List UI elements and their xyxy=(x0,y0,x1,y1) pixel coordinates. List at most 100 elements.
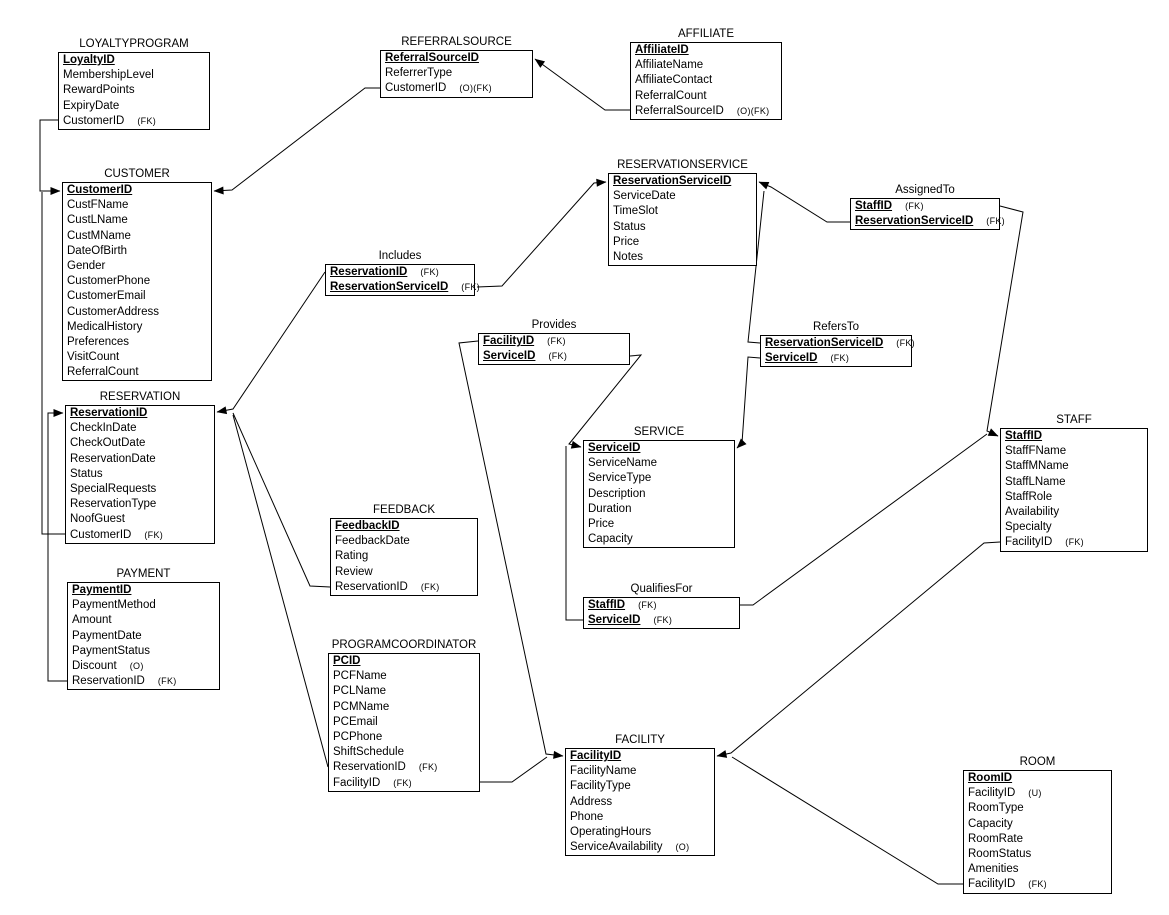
connector-ROOM.FacilityID-to-FACILITY.FacilityID[interactable] xyxy=(731,756,963,885)
attribute-RESERVATION-NoofGuest: NoofGuest xyxy=(66,512,214,527)
attribute-name: ServiceDate xyxy=(613,190,676,203)
attribute-STAFF-StaffFName: StaffFName xyxy=(1001,444,1147,459)
key-tag: (FK) xyxy=(986,216,1005,227)
attribute-CUSTOMER-ReferralCount: ReferralCount xyxy=(63,365,211,380)
key-tag: (U) xyxy=(1028,788,1042,799)
connector-AssignedTo.StaffID-to-STAFF.StaffID[interactable] xyxy=(986,205,1024,437)
attribute-name: PaymentDate xyxy=(72,629,142,642)
attribute-PROGRAMCOORDINATOR-PCEmail: PCEmail xyxy=(329,715,479,730)
attribute-name: Address xyxy=(570,795,613,808)
connector-AFFILIATE.ReferralSourceID-to-REFERRALSOURCE.ReferralSourceID[interactable] xyxy=(534,58,630,111)
entity-box: FacilityID(FK)ServiceID(FK) xyxy=(478,333,630,366)
attribute-ROOM-RoomID: RoomID xyxy=(964,771,1111,786)
attribute-name: CustomerPhone xyxy=(67,275,151,288)
attribute-name: Price xyxy=(588,517,615,530)
attribute-name: ReservationServiceID xyxy=(765,337,884,349)
attribute-name: TimeSlot xyxy=(613,205,658,218)
entity-title-STAFF: STAFF xyxy=(1056,414,1092,426)
attribute-name: ReservationID xyxy=(70,407,148,419)
connector-AssignedTo.ReservationServiceID-to-RESERVATIONSERVICE.ReservationServiceID[interactable] xyxy=(758,181,850,223)
connector-PAYMENT.ReservationID-to-RESERVATION.ReservationID[interactable] xyxy=(47,409,67,682)
connector-LOYALTYPROGRAM.CustomerID-to-CUSTOMER.CustomerID[interactable] xyxy=(39,119,61,195)
connector-FEEDBACK.ReservationID-to-RESERVATION.ReservationID[interactable] xyxy=(232,412,331,588)
key-tag: (FK) xyxy=(461,282,480,293)
connector-PROGRAMCOORDINATOR.FacilityID-to-FACILITY.FacilityID[interactable] xyxy=(480,756,548,783)
attribute-name: RoomRate xyxy=(968,832,1023,845)
attribute-RESERVATIONSERVICE-ServiceDate: ServiceDate xyxy=(609,189,756,204)
connector-QualifiesFor.StaffID-to-STAFF.StaffID[interactable] xyxy=(740,433,988,606)
attribute-RESERVATION-ReservationType: ReservationType xyxy=(66,497,214,512)
connector-PROGRAMCOORDINATOR.ReservationID-to-RESERVATION.ReservationID[interactable] xyxy=(232,414,329,768)
attribute-FACILITY-ServiceAvailability: ServiceAvailability(O) xyxy=(566,840,714,855)
attribute-name: Duration xyxy=(588,502,632,515)
attribute-CUSTOMER-CustomerEmail: CustomerEmail xyxy=(63,289,211,304)
connector-REFERRALSOURCE.CustomerID-to-CUSTOMER.CustomerID[interactable] xyxy=(213,87,380,195)
connector-Includes.ReservationServiceID-to-RESERVATIONSERVICE.ReservationServiceID[interactable] xyxy=(476,178,607,288)
attribute-AssignedTo-ReservationServiceID: ReservationServiceID(FK) xyxy=(851,214,1005,229)
attribute-SERVICE-ServiceName: ServiceName xyxy=(584,456,734,471)
attribute-name: ReferralCount xyxy=(635,89,707,102)
key-tag: (O) xyxy=(129,660,144,671)
attribute-name: CustomerID xyxy=(67,184,133,196)
attribute-name: StaffID xyxy=(855,200,893,212)
entity-title-QualifiesFor: QualifiesFor xyxy=(630,583,693,595)
connector-QualifiesFor.ServiceID-to-SERVICE.ServiceID[interactable] xyxy=(565,446,583,621)
entity-title-LOYALTYPROGRAM: LOYALTYPROGRAM xyxy=(79,38,189,50)
attribute-CUSTOMER-CustomerAddress: CustomerAddress xyxy=(63,305,211,320)
attribute-RESERVATIONSERVICE-Notes: Notes xyxy=(609,250,756,265)
attribute-name: StaffID xyxy=(1005,430,1043,442)
entity-title-REFERRALSOURCE: REFERRALSOURCE xyxy=(401,36,512,48)
entity-title-FEEDBACK: FEEDBACK xyxy=(373,504,435,516)
entity-title-SERVICE: SERVICE xyxy=(633,426,685,438)
connector-Provides.ServiceID-to-SERVICE.ServiceID[interactable] xyxy=(568,354,643,449)
attribute-name: Availability xyxy=(1005,505,1060,518)
attribute-name: CheckOutDate xyxy=(70,437,146,450)
attribute-QualifiesFor-ServiceID: ServiceID(FK) xyxy=(584,613,739,628)
key-tag: (FK) xyxy=(137,115,157,126)
attribute-AFFILIATE-ReferralSourceID: ReferralSourceID(O)(FK) xyxy=(631,104,781,119)
connector-RefersTo.ReservationServiceID-to-RESERVATIONSERVICE.ReservationServiceID[interactable] xyxy=(747,190,765,344)
entity-title-PROGRAMCOORDINATOR: PROGRAMCOORDINATOR xyxy=(331,639,477,651)
connector-STAFF.FacilityID-to-FACILITY.FacilityID[interactable] xyxy=(716,541,1001,758)
attribute-name: ServiceID xyxy=(588,442,641,454)
connector-Provides.FacilityID-to-FACILITY.FacilityID[interactable] xyxy=(458,340,564,759)
key-tag: (FK) xyxy=(830,353,850,364)
attribute-name: StaffMName xyxy=(1005,460,1069,473)
connector-RefersTo.ServiceID-to-SERVICE.ServiceID[interactable] xyxy=(736,356,761,449)
connector-RESERVATION.CustomerID-to-CUSTOMER.CustomerID[interactable] xyxy=(41,192,65,535)
attribute-RESERVATIONSERVICE-ReservationServiceID: ReservationServiceID xyxy=(609,174,756,189)
attribute-REFERRALSOURCE-ReferralSourceID: ReferralSourceID xyxy=(381,51,532,66)
attribute-PROGRAMCOORDINATOR-PCFName: PCFName xyxy=(329,669,479,684)
attribute-ROOM-RoomStatus: RoomStatus xyxy=(964,847,1111,862)
attribute-name: Amenities xyxy=(968,863,1019,876)
attribute-RESERVATION-ReservationID: ReservationID xyxy=(66,406,214,421)
attribute-name: Specialty xyxy=(1005,521,1052,534)
attribute-FACILITY-Address: Address xyxy=(566,795,714,810)
attribute-ROOM-Capacity: Capacity xyxy=(964,817,1111,832)
connector-Includes.ReservationID-to-RESERVATION.ReservationID[interactable] xyxy=(216,271,326,415)
attribute-Includes-ReservationID: ReservationID(FK) xyxy=(326,265,474,280)
key-tag: (FK) xyxy=(896,338,915,348)
attribute-LOYALTYPROGRAM-RewardPoints: RewardPoints xyxy=(59,83,209,98)
